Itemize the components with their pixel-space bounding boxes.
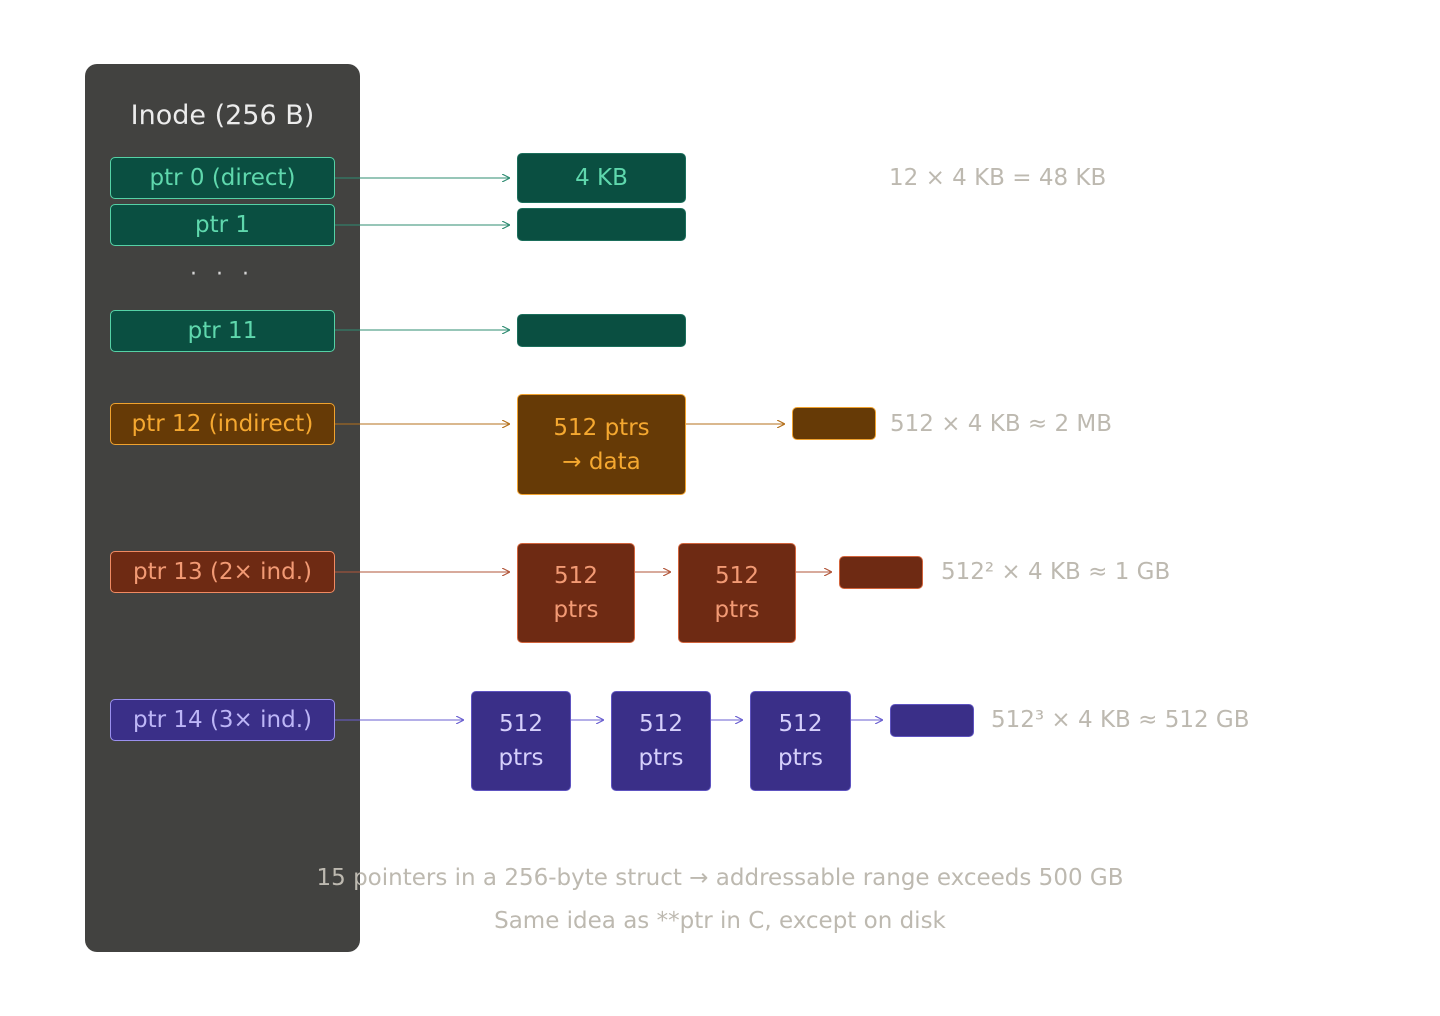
ellipsis: · · · [190, 262, 255, 287]
indirect-capacity-label: 512 × 4 KB ≈ 2 MB [890, 411, 1113, 437]
direct-capacity-label: 12 × 4 KB = 48 KB [889, 165, 1107, 191]
double-ptr-block-1: 512 ptrs [517, 543, 635, 643]
triple-data-block [890, 704, 974, 737]
indirect-data-block [792, 407, 876, 440]
footer-line-2: Same idea as **ptr in C, except on disk [494, 908, 946, 934]
triple-ptr-block-3: 512 ptrs [750, 691, 851, 791]
inode-title: Inode (256 B) [130, 100, 315, 131]
ptr-14-triple-indirect: ptr 14 (3× ind.) [110, 699, 335, 741]
footer-line-1: 15 pointers in a 256-byte struct → addre… [316, 865, 1124, 891]
data-block-4kb: 4 KB [517, 153, 686, 203]
double-capacity-label: 512² × 4 KB ≈ 1 GB [941, 559, 1171, 585]
ptr-11: ptr 11 [110, 310, 335, 352]
triple-ptr-block-2: 512 ptrs [611, 691, 711, 791]
double-data-block [839, 556, 923, 589]
data-block [517, 314, 686, 347]
ptr-13-double-indirect: ptr 13 (2× ind.) [110, 551, 335, 593]
triple-ptr-block-1: 512 ptrs [471, 691, 571, 791]
ptr-12-indirect: ptr 12 (indirect) [110, 403, 335, 445]
data-block [517, 208, 686, 241]
indirect-block: 512 ptrs → data [517, 394, 686, 495]
ptr-1: ptr 1 [110, 204, 335, 246]
triple-capacity-label: 512³ × 4 KB ≈ 512 GB [991, 707, 1250, 733]
double-ptr-block-2: 512 ptrs [678, 543, 796, 643]
ptr-0-direct: ptr 0 (direct) [110, 157, 335, 199]
